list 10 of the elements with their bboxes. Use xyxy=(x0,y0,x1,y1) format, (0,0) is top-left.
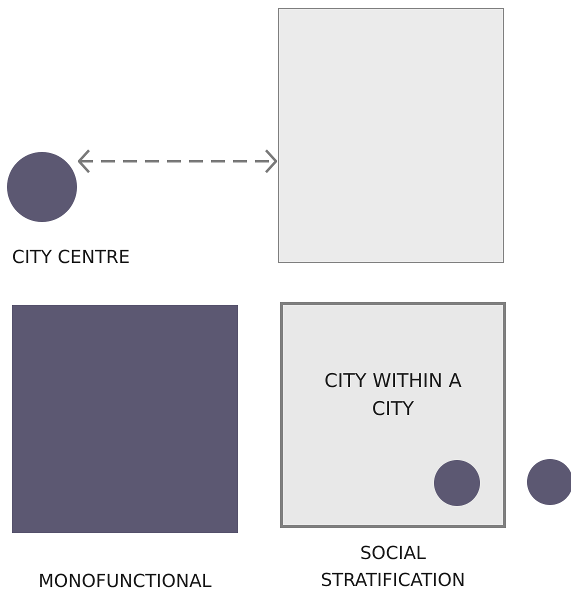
node-label: CITY WITHIN A CITY xyxy=(323,369,463,422)
node-caption: CITY CENTRE xyxy=(12,246,131,270)
text-box xyxy=(280,302,506,528)
node-caption: SOCIAL STRATIFICATION xyxy=(320,542,466,593)
square-node xyxy=(12,305,238,533)
circle-node xyxy=(434,460,480,506)
square-node xyxy=(278,8,504,263)
circle-node xyxy=(527,459,571,505)
node-caption: MONOFUNCTIONAL xyxy=(37,570,213,594)
dashed-double-arrow xyxy=(78,149,278,174)
